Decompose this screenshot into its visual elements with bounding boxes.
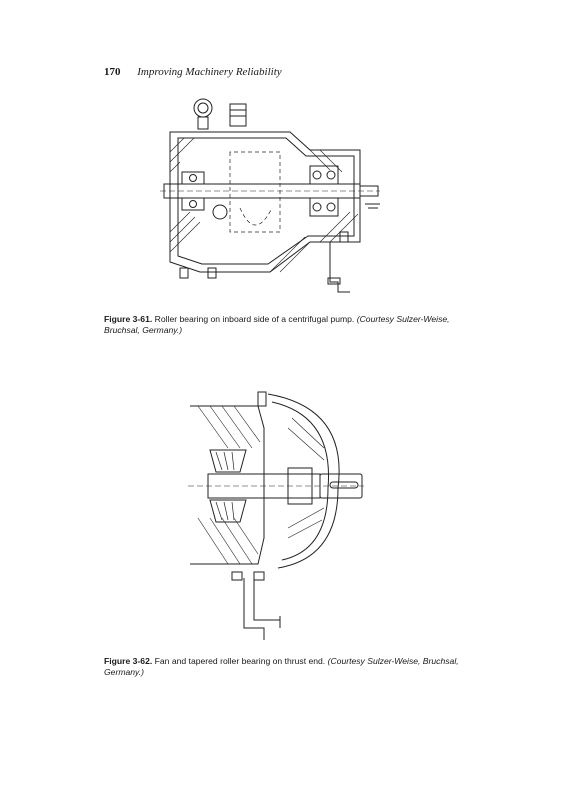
- figure-3-62-text: Fan and tapered roller bearing on thrust…: [152, 656, 328, 666]
- figure-3-61-text: Roller bearing on inboard side of a cent…: [152, 314, 357, 324]
- figure-3-62-credit: (Courtesy Sulzer-Weise, Bruchsal, German…: [104, 656, 459, 677]
- figure-3-62-drawing: [188, 388, 364, 640]
- page-number: 170: [104, 66, 121, 78]
- book-title: Improving Machinery Reliability: [137, 66, 282, 78]
- figure-3-62-caption: Figure 3-62. Fan and tapered roller bear…: [104, 656, 476, 678]
- figure-3-61-drawing: [160, 92, 380, 304]
- running-header: 170 Improving Machinery Reliability: [104, 66, 282, 78]
- figure-3-62-label: Figure 3-62.: [104, 656, 153, 666]
- figure-3-61-credit: (Courtesy Sulzer-Weise, Bruchsal, German…: [104, 314, 450, 335]
- figure-3-61-caption: Figure 3-61. Roller bearing on inboard s…: [104, 314, 476, 336]
- figure-3-61-label: Figure 3-61.: [104, 314, 153, 324]
